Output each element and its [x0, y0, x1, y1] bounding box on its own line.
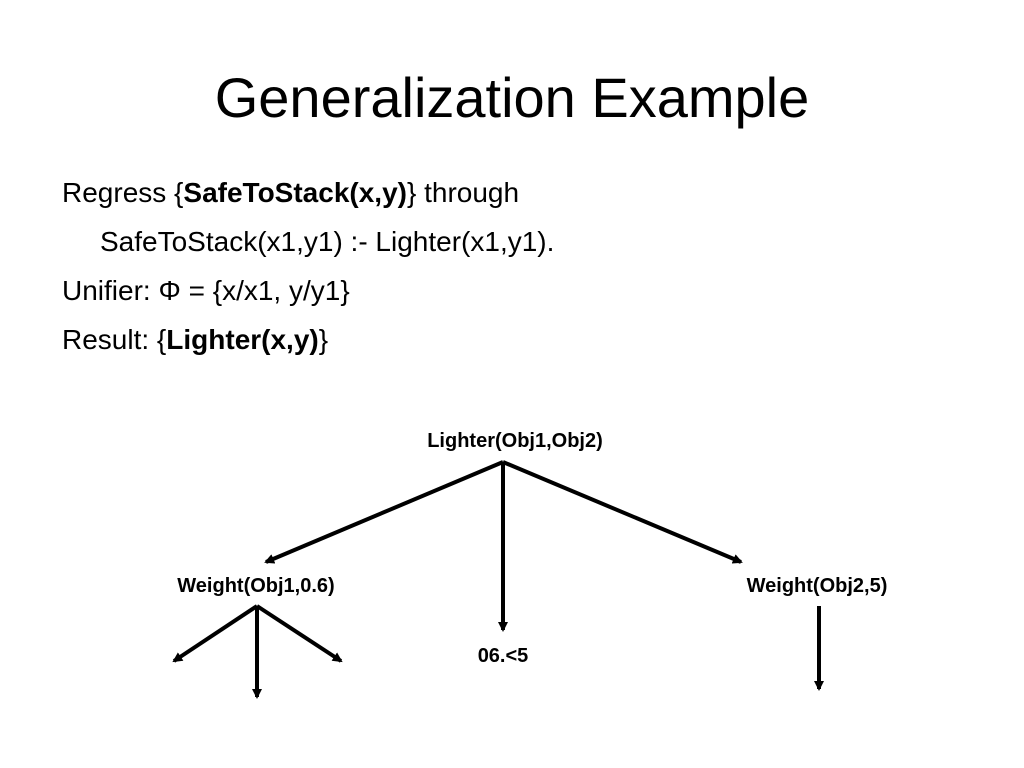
edge-left-child-1	[172, 604, 259, 663]
regress-prefix: Regress {	[62, 177, 184, 208]
right-node-label: Weight(Obj2,5)	[747, 575, 888, 597]
edge-root-to-right	[502, 460, 743, 564]
middle-node-label: 06.<5	[478, 645, 529, 667]
regress-goal: SafeToStack(x,y)	[183, 177, 407, 208]
result-value: Lighter(x,y)	[166, 324, 319, 355]
edge-left-child-3	[255, 604, 343, 663]
rule-line: SafeToStack(x1,y1) :- Lighter(x1,y1).	[100, 226, 555, 257]
result-line: Result: {Lighter(x,y)}	[62, 315, 554, 364]
slide-title: Generalization Example	[214, 66, 810, 129]
slide-body: Regress {SafeToStack(x,y)} through SafeT…	[62, 168, 554, 364]
left-node-label: Weight(Obj1,0.6)	[177, 575, 334, 597]
unifier-line: Unifier: Φ = {x/x1, y/y1}	[62, 275, 350, 306]
regress-line: Regress {SafeToStack(x,y)} through	[62, 168, 554, 217]
root-node-label: Lighter(Obj1,Obj2)	[427, 430, 603, 452]
edge-root-to-left	[264, 460, 504, 564]
regress-suffix: } through	[406, 177, 520, 208]
result-suffix: }	[318, 324, 329, 355]
result-prefix: Result: {	[62, 324, 167, 355]
